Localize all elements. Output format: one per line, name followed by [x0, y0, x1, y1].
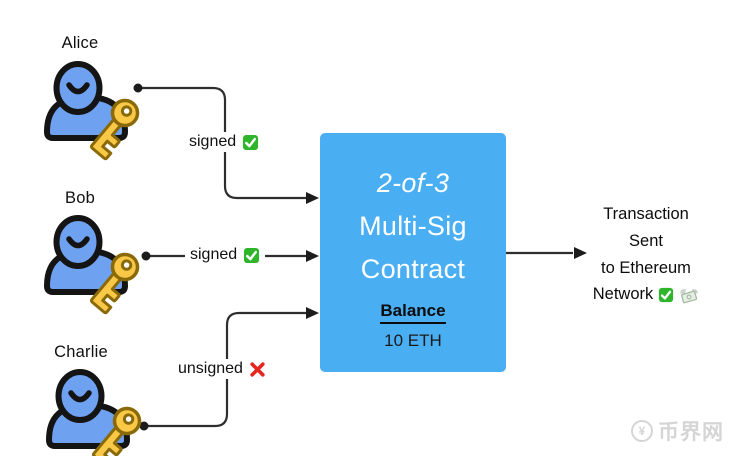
key-icon — [89, 98, 140, 161]
check-icon — [244, 247, 260, 263]
charlie-status-label: unsigned — [173, 359, 271, 379]
alice-status-label: signed — [184, 132, 265, 152]
check-icon — [243, 134, 259, 150]
money-with-wings-icon — [680, 288, 699, 304]
result-line4-text: Network — [592, 285, 654, 304]
alice-arrowhead-icon — [306, 192, 319, 204]
alice-line-dot — [133, 83, 143, 93]
alice-status-text: signed — [189, 133, 237, 150]
result-line1: Transaction — [603, 205, 689, 223]
cross-icon — [250, 361, 265, 377]
watermark: ¥ 币界网 — [631, 416, 724, 446]
bob-status-label: signed — [185, 245, 266, 265]
contract-title-line3: Contract — [360, 254, 466, 284]
actor-name-bob: Bob — [65, 189, 95, 207]
charlie-status-text: unsigned — [178, 360, 243, 377]
person-with-key-icon — [46, 369, 142, 456]
person-with-key-icon — [44, 61, 140, 161]
actor-name-charlie: Charlie — [54, 343, 108, 361]
key-icon — [89, 252, 140, 315]
balance-label: Balance — [380, 301, 446, 324]
contract-title-line1: 2-of-3 — [376, 168, 450, 198]
output-arrowhead-icon — [574, 247, 587, 259]
result-line3: to Ethereum — [601, 258, 691, 277]
balance-value: 10 ETH — [384, 331, 442, 350]
bob-line-dot — [141, 251, 151, 261]
transaction-result-text: Transaction Sent to Ethereum Network — [566, 201, 726, 308]
coin-symbol: ¥ — [638, 424, 646, 438]
multisig-contract-box: 2-of-3 Multi-Sig Contract Balance 10 ETH — [320, 133, 506, 372]
result-line2: Sent — [629, 231, 663, 250]
contract-title-line2: Multi-Sig — [359, 211, 467, 241]
person-with-key-icon — [44, 215, 140, 315]
check-icon — [659, 287, 674, 302]
watermark-brand-text: 币界网 — [658, 421, 724, 444]
key-icon — [91, 406, 142, 456]
charlie-line-dot — [139, 421, 149, 431]
charlie-arrowhead-icon — [306, 307, 319, 319]
actor-name-alice: Alice — [61, 34, 99, 52]
bob-arrowhead-icon — [306, 250, 319, 262]
bob-status-text: signed — [190, 246, 238, 263]
result-line4: Network — [566, 281, 726, 308]
coin-icon: ¥ — [631, 420, 653, 442]
